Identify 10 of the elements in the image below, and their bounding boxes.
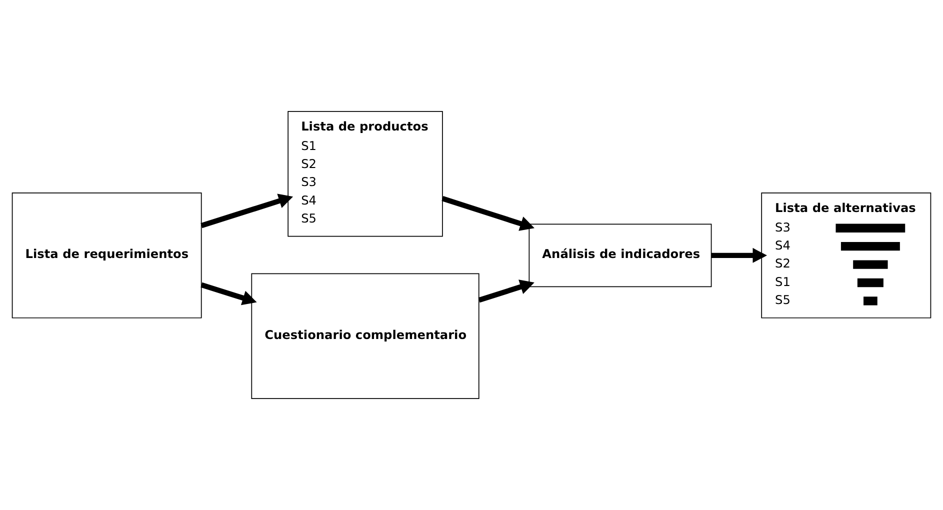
- arrow: [200, 282, 257, 306]
- arrow: [442, 196, 534, 231]
- node-box: Lista de requerimientos: [12, 192, 202, 318]
- node-box: Lista de alternativas S3 S4 S2 S1 S5: [761, 192, 932, 318]
- arrow: [711, 248, 768, 263]
- arrow: [200, 194, 294, 228]
- node-box: Lista de productos S1 S2 S3 S4 S5: [288, 111, 443, 237]
- arrow: [478, 280, 534, 303]
- node-box: Análisis de indicadores: [528, 224, 712, 288]
- node-box: Cuestionario complementario: [251, 273, 480, 399]
